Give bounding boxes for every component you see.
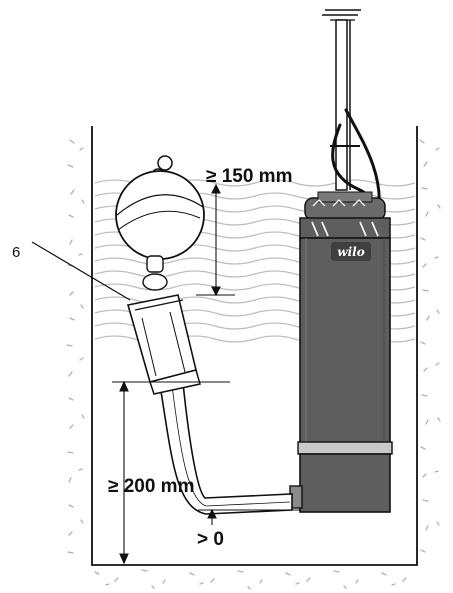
dimension-float-clearance-label: ≥ 150 mm (206, 166, 292, 187)
cable-center-line (171, 384, 291, 507)
dimension-inlet-height-label: ≥ 200 mm (108, 476, 194, 497)
float-switch (115, 155, 205, 291)
soil-texture (66, 139, 441, 590)
pump-head (299, 191, 391, 241)
callout-leader (31, 241, 131, 301)
pump-hydraulic (289, 441, 393, 513)
pump-body: wilo (299, 237, 391, 444)
dimension-floor-gap (198, 508, 300, 525)
sump-pit-walls (91, 126, 418, 566)
float-cable (159, 382, 293, 515)
callout-label: 6 (12, 244, 20, 261)
dimension-float-clearance (196, 183, 235, 297)
brand-logo: wilo (337, 245, 364, 259)
dimension-floor-gap-label: > 0 (197, 529, 224, 550)
dimension-inlet-height (112, 380, 230, 565)
discharge-pipe (322, 9, 361, 191)
